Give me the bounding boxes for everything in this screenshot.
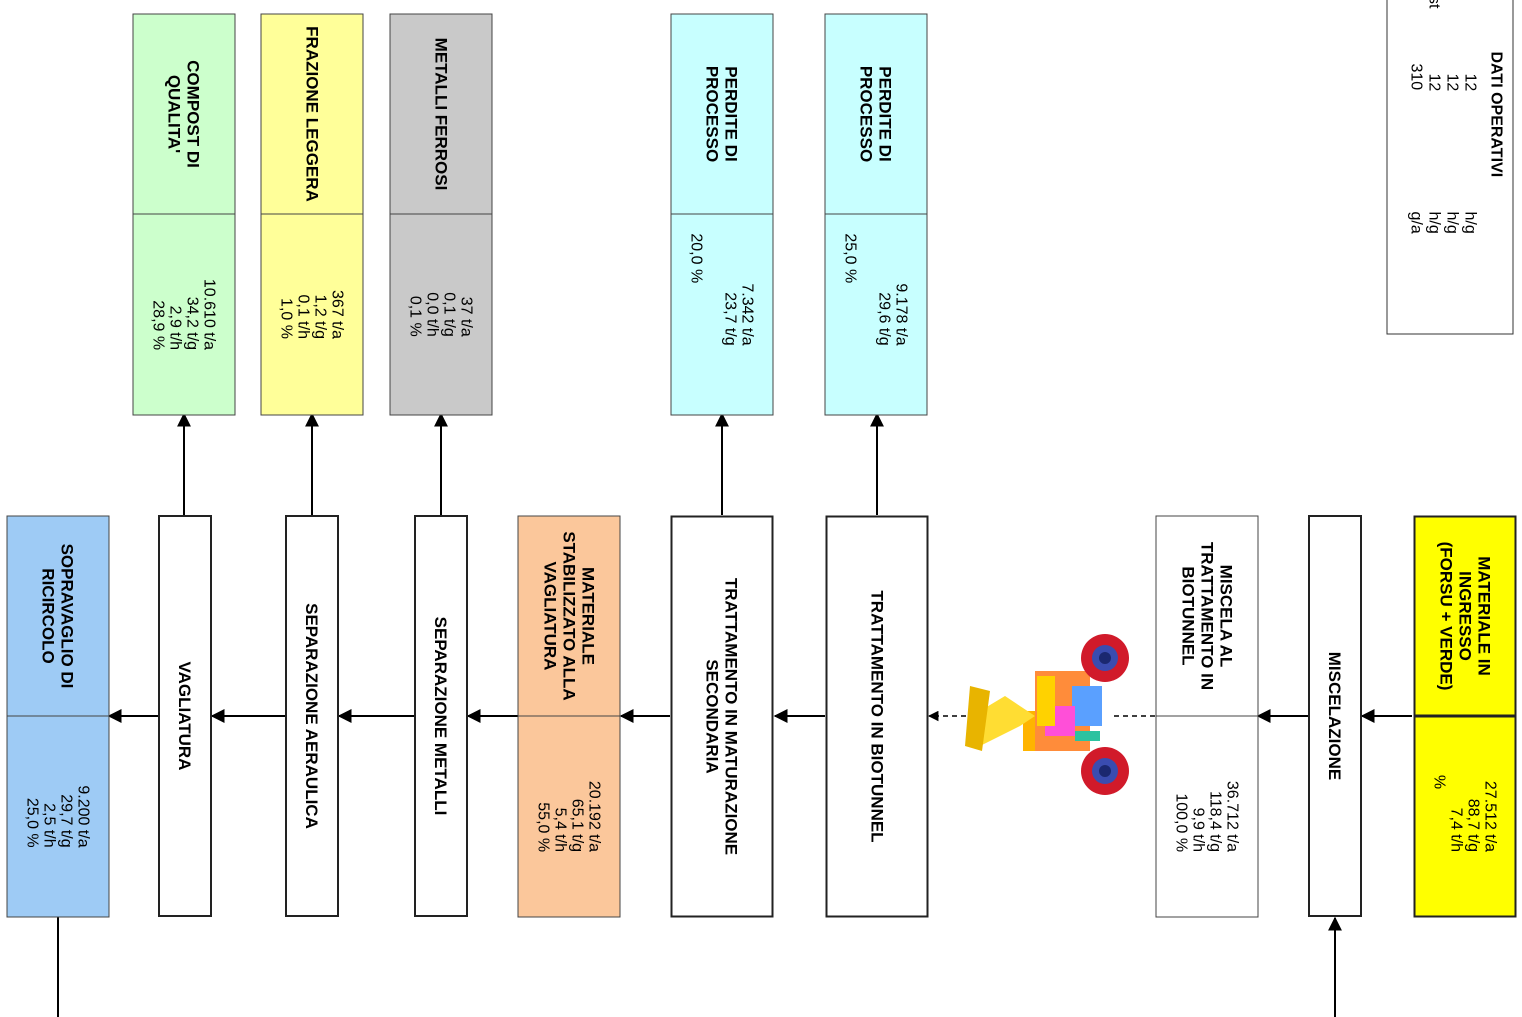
secondary-maturation-title: TRATTAMENTO IN MATURAZIONE SECONDARIA — [703, 577, 741, 856]
operating-data-label — [1461, 0, 1479, 74]
operating-data-value: 12 — [1461, 73, 1479, 92]
light-fraction-values: 367 t/a 1,2 t/g 0,1 t/h 1,0 % — [278, 290, 346, 339]
process-losses-biotunnel-box: PERDITE DI PROCESSO 9.178 t/a 29,6 t/g 2… — [824, 13, 928, 416]
quality-compost-box: COMPOST DI QUALITA' 10.610 t/a 34,2 t/g … — [132, 13, 236, 416]
air-separation-box: SEPARAZIONE AERAULICA — [285, 515, 339, 917]
ferrous-metals-values-cell: 37 t/a 0,1 t/g 0,0 t/h 0,1 % — [389, 213, 493, 416]
quality-compost-values-cell: 10.610 t/a 34,2 t/g 2,9 t/h 28,9 % — [132, 213, 236, 416]
input-material-title-cell: MATERIALE IN INGRESSO (FORSU + VERDE) — [1413, 515, 1517, 717]
recycle-oversize-values-cell: 9.200 t/a 29,7 t/g 2,5 t/h 25,0 % — [6, 715, 110, 918]
biotunnel-mix-values: 36.712 t/a 118,4 t/g 9,9 t/h 100,0 % — [1173, 780, 1241, 853]
operating-data-unit: h/g — [1425, 211, 1443, 234]
operating-data-value: 310 — [1407, 63, 1425, 91]
front-loader-icon — [965, 634, 1129, 795]
operating-data-label: e compost — [1425, 0, 1443, 74]
stabilized-material-title: MATERIALE STABILIZZATO ALLA VAGLIATURA — [540, 531, 598, 701]
biotunnel-mix-title-cell: MISCELA AL TRATTAMENTO IN BIOTUNNEL — [1155, 515, 1259, 717]
process-losses-values: 9.178 t/a 29,6 t/g 25,0 % — [842, 233, 910, 346]
stabilized-material-values-cell: 20.192 t/a 65,1 t/g 5,4 t/h 55,0 % — [517, 715, 621, 918]
light-fraction-title-cell: FRAZIONE LEGGERA — [260, 13, 364, 215]
operating-data-box: DATI OPERATIVI 12 h/g 12 h/g e compost 1… — [1386, 0, 1514, 335]
process-losses-values-cell: 9.178 t/a 29,6 t/g 25,0 % — [824, 213, 928, 416]
light-fraction-values-cell: 367 t/a 1,2 t/g 0,1 t/h 1,0 % — [260, 213, 364, 416]
operating-data-label — [1443, 0, 1461, 74]
screening-box: VAGLIATURA — [158, 515, 212, 917]
recycle-oversize-title-cell: SOPRAVAGLIO DI RICIRCOLO — [6, 515, 110, 717]
operating-data-unit: g/a — [1407, 211, 1425, 234]
screening-title: VAGLIATURA — [175, 661, 195, 771]
operating-data-label — [1407, 0, 1425, 64]
recycle-oversize-title: SOPRAVAGLIO DI RICIRCOLO — [39, 543, 77, 689]
operating-data-value: 12 — [1425, 73, 1443, 92]
input-material-values: 27.512 t/a 88,7 t/g 7,4 t/h % — [1431, 774, 1499, 853]
input-material-values-cell: 27.512 t/a 88,7 t/g 7,4 t/h % — [1413, 715, 1517, 918]
biotunnel-treatment-box: TRATTAMENTO IN BIOTUNNEL — [825, 515, 929, 918]
operating-data-row: e compost 12 h/g — [1425, 0, 1443, 334]
process-losses-title: PERDITE DI PROCESSO — [703, 65, 741, 163]
stabilized-material-values: 20.192 t/a 65,1 t/g 5,4 t/h 55,0 % — [535, 780, 603, 853]
stabilized-material-box: MATERIALE STABILIZZATO ALLA VAGLIATURA 2… — [517, 515, 621, 918]
operating-data-unit: h/g — [1443, 211, 1461, 234]
light-fraction-box: FRAZIONE LEGGERA 367 t/a 1,2 t/g 0,1 t/h… — [260, 13, 364, 416]
process-losses-values: 7.342 t/a 23,7 t/g 20,0 % — [688, 233, 756, 346]
process-losses-values-cell: 7.342 t/a 23,7 t/g 20,0 % — [670, 213, 774, 416]
biotunnel-mix-box: MISCELA AL TRATTAMENTO IN BIOTUNNEL 36.7… — [1155, 515, 1259, 918]
quality-compost-title-cell: COMPOST DI QUALITA' — [132, 13, 236, 215]
ferrous-metals-values: 37 t/a 0,1 t/g 0,0 t/h 0,1 % — [407, 292, 475, 337]
biotunnel-treatment-title: TRATTAMENTO IN BIOTUNNEL — [867, 590, 887, 843]
operating-data-title: DATI OPERATIVI — [1487, 51, 1505, 178]
operating-data-row: 310 g/a — [1407, 0, 1425, 334]
operating-data-row: 12 h/g — [1443, 0, 1461, 334]
secondary-maturation-box: TRATTAMENTO IN MATURAZIONE SECONDARIA — [670, 515, 774, 918]
air-separation-title: SEPARAZIONE AERAULICA — [302, 603, 322, 829]
ferrous-metals-title: METALLI FERROSI — [431, 37, 451, 191]
biotunnel-mix-title: MISCELA AL TRATTAMENTO IN BIOTUNNEL — [1178, 541, 1236, 691]
ferrous-metals-box: METALLI FERROSI 37 t/a 0,1 t/g 0,0 t/h 0… — [389, 13, 493, 416]
process-losses-title-cell: PERDITE DI PROCESSO — [824, 13, 928, 215]
operating-data-row: 12 h/g — [1461, 0, 1479, 334]
metal-separation-title: SEPARAZIONE METALLI — [431, 616, 451, 816]
input-material-box: MATERIALE IN INGRESSO (FORSU + VERDE) 27… — [1413, 515, 1517, 918]
quality-compost-title: COMPOST DI QUALITA' — [165, 60, 203, 168]
mixing-title: MISCELAZIONE — [1325, 651, 1345, 781]
operating-data-value: 12 — [1443, 73, 1461, 92]
process-losses-title: PERDITE DI PROCESSO — [857, 65, 895, 163]
input-material-title: MATERIALE IN INGRESSO (FORSU + VERDE) — [1436, 541, 1494, 691]
process-losses-title-cell: PERDITE DI PROCESSO — [670, 13, 774, 215]
process-losses-secondary-box: PERDITE DI PROCESSO 7.342 t/a 23,7 t/g 2… — [670, 13, 774, 416]
mixing-box: MISCELAZIONE — [1308, 515, 1362, 917]
quality-compost-values: 10.610 t/a 34,2 t/g 2,9 t/h 28,9 % — [150, 278, 218, 351]
recycle-oversize-values: 9.200 t/a 29,7 t/g 2,5 t/h 25,0 % — [24, 785, 92, 848]
light-fraction-title: FRAZIONE LEGGERA — [302, 26, 322, 202]
metal-separation-box: SEPARAZIONE METALLI — [414, 515, 468, 917]
stabilized-material-title-cell: MATERIALE STABILIZZATO ALLA VAGLIATURA — [517, 515, 621, 717]
recycle-oversize-box: SOPRAVAGLIO DI RICIRCOLO 9.200 t/a 29,7 … — [6, 515, 110, 918]
ferrous-metals-title-cell: METALLI FERROSI — [389, 13, 493, 215]
biotunnel-mix-values-cell: 36.712 t/a 118,4 t/g 9,9 t/h 100,0 % — [1155, 715, 1259, 918]
operating-data-unit: h/g — [1461, 211, 1479, 234]
